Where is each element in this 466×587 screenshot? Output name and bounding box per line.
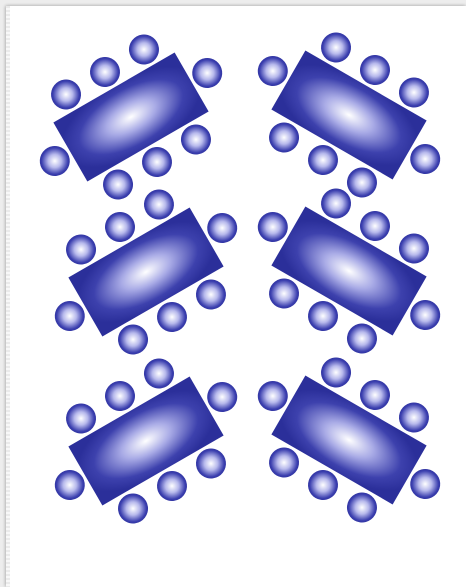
table-2 (271, 51, 426, 180)
table-6 (271, 376, 426, 505)
table-1 (53, 53, 208, 182)
table-4 (271, 207, 426, 336)
table-5 (68, 377, 223, 506)
table-group-2 (226, 5, 466, 224)
table-group-3 (23, 162, 268, 381)
table-group-4 (226, 161, 466, 380)
table-group-1 (8, 7, 253, 226)
table-3 (68, 208, 223, 337)
table-group-6 (226, 330, 466, 549)
table-group-5 (23, 331, 268, 550)
